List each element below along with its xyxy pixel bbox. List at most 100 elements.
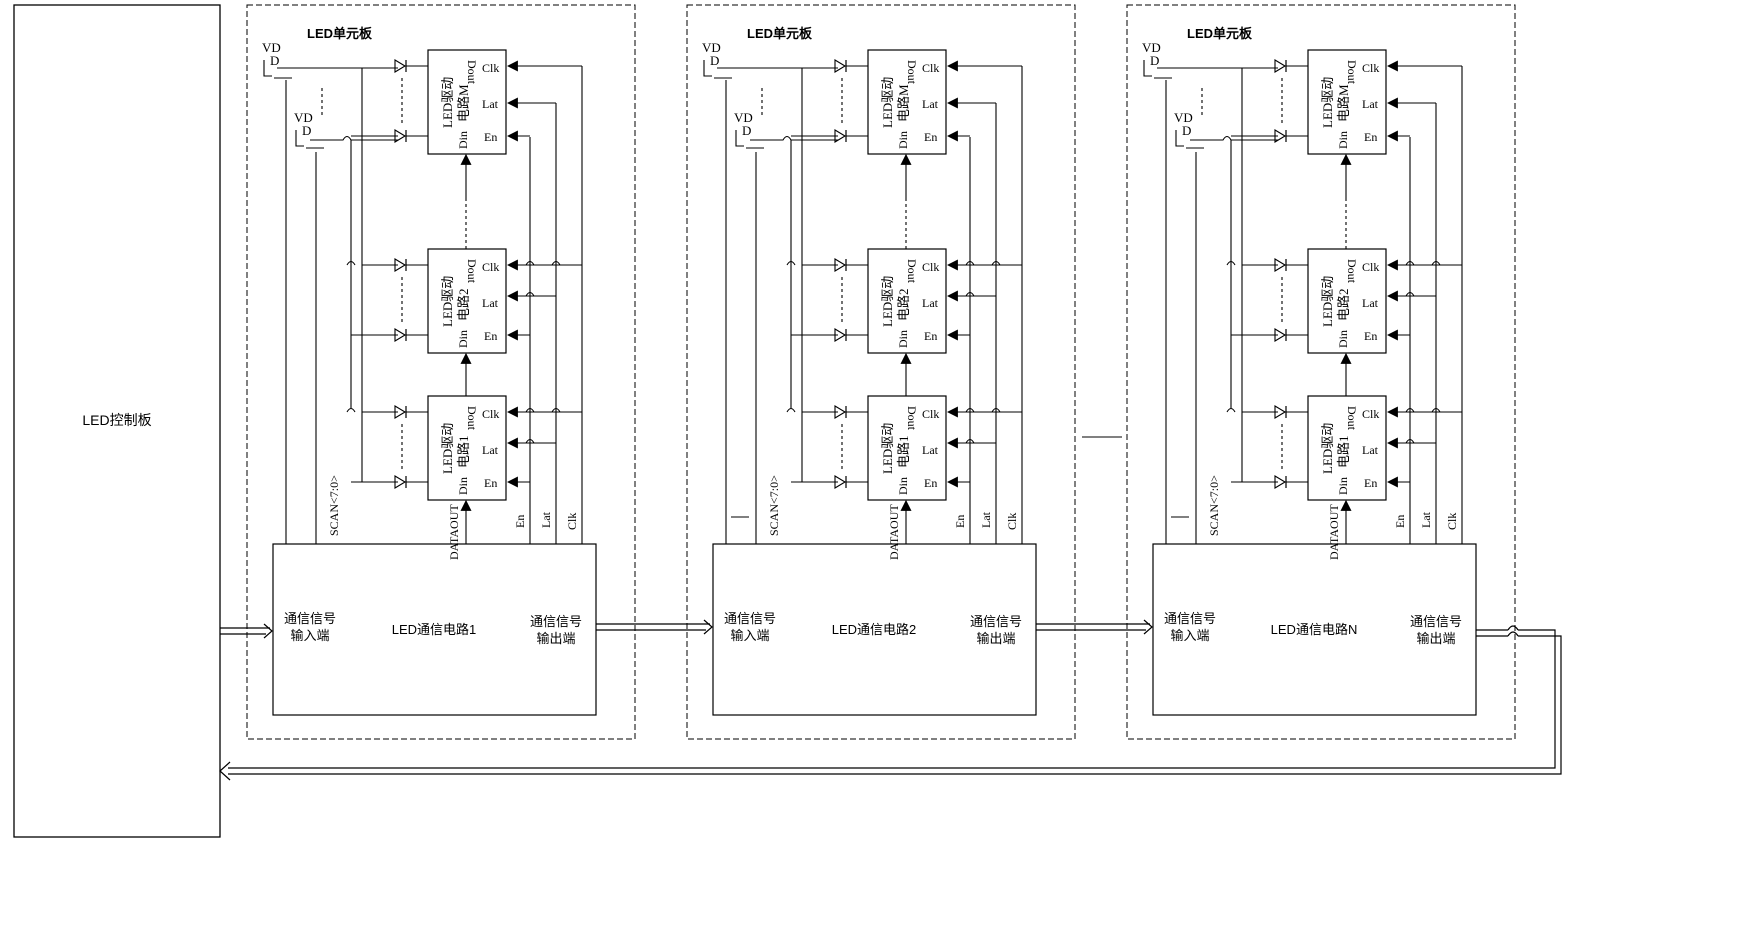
comm-input-label: 输入端 <box>1170 628 1209 643</box>
comm-output-label: 通信信号 <box>530 614 582 629</box>
led-driver-2: DoutDinClkLatEnLED驱动电路2 <box>1226 248 1462 396</box>
led-driver-M: DoutDinClkLatEnLED驱动电路M <box>1231 49 1462 249</box>
wire-hop <box>1226 407 1236 413</box>
wire-hop <box>1431 407 1441 413</box>
driver-name-line1: LED驱动 <box>1320 276 1335 327</box>
comm-input-label: 通信信号 <box>1164 611 1216 626</box>
wire-hop <box>786 260 796 266</box>
led-control-board: LED控制板 <box>13 4 221 838</box>
vd-label: D <box>1182 123 1191 138</box>
led-driver-1: DoutDinClkLatEnLED驱动电路1 <box>346 395 582 544</box>
driver-name-line2: 电路M <box>456 84 471 122</box>
lat-signal-label: Lat <box>979 511 993 528</box>
comm-input-label: 通信信号 <box>724 611 776 626</box>
diode-triangle <box>1274 475 1287 489</box>
diode <box>394 258 407 272</box>
unit-board-border <box>686 4 1076 740</box>
clk-signal-label: Clk <box>565 513 579 530</box>
diode-triangle <box>1274 258 1287 272</box>
driver-name-line1: LED驱动 <box>880 423 895 474</box>
vd-transistor-top: VDD <box>262 40 292 79</box>
en-signal-label: En <box>1393 515 1407 528</box>
wire-hop <box>346 260 356 266</box>
control-board-label: LED控制板 <box>82 412 151 428</box>
diode-triangle <box>394 129 407 143</box>
led-driver-2: DoutDinClkLatEnLED驱动电路2 <box>786 248 1022 396</box>
comm-link-board2-to-boardN <box>1036 619 1153 635</box>
row-wire <box>310 135 398 141</box>
unit-board-border <box>246 4 636 740</box>
diode <box>1274 405 1287 419</box>
pin-lat-label: Lat <box>1362 443 1379 457</box>
pin-dout-label: Dout <box>1345 406 1359 431</box>
vd-gate <box>735 130 744 147</box>
pin-lat-label: Lat <box>482 97 499 111</box>
vd-label: VD <box>1174 110 1193 125</box>
diode <box>394 129 407 143</box>
pin-clk-label: Clk <box>1362 260 1379 274</box>
driver-name-line1: LED驱动 <box>440 77 455 128</box>
diode <box>834 59 847 73</box>
driver-name-line2: 电路1 <box>896 435 911 468</box>
comm-output-label: 输出端 <box>1416 631 1455 646</box>
vd-transistor-mid: VDD <box>1174 110 1204 149</box>
wire-hop <box>1405 407 1415 413</box>
pin-din-label: Din <box>456 477 470 495</box>
vd-gate <box>1143 60 1152 77</box>
vd-transistor-mid: VDD <box>734 110 764 149</box>
vd-label: D <box>302 123 311 138</box>
pin-en-label: En <box>1364 476 1377 490</box>
diode-triangle <box>834 258 847 272</box>
driver-name-line2: 电路1 <box>1336 435 1351 468</box>
comm-link-return-to-control <box>219 625 1562 781</box>
wire-hop <box>1405 291 1415 297</box>
led-driver-M: DoutDinClkLatEnLED驱动电路M <box>791 49 1022 249</box>
pin-dout-label: Dout <box>905 60 919 85</box>
wire-hop <box>965 438 975 444</box>
comm-circuit-label: LED通信电路2 <box>832 622 917 637</box>
pin-en-label: En <box>924 329 937 343</box>
vd-label: D <box>1150 53 1159 68</box>
wire-hop <box>525 291 535 297</box>
pin-en-label: En <box>1364 329 1377 343</box>
pin-lat-label: Lat <box>922 296 939 310</box>
unit-board-title: LED单元板 <box>1187 26 1253 41</box>
dataout-label: DATAOUT <box>887 504 901 560</box>
comm-link-board1-to-board2 <box>596 619 713 635</box>
vd-gate <box>295 130 304 147</box>
comm-input-label: 通信信号 <box>284 611 336 626</box>
driver-name-line2: 电路M <box>896 84 911 122</box>
comm-output-label: 输出端 <box>976 631 1015 646</box>
pin-clk-label: Clk <box>482 61 499 75</box>
driver-name-line1: LED驱动 <box>440 276 455 327</box>
vd-gate <box>1175 130 1184 147</box>
diode <box>394 59 407 73</box>
diode <box>834 258 847 272</box>
en-signal-label: En <box>513 515 527 528</box>
board-2: LED单元板LED通信电路2通信信号输入端通信信号输出端SCAN<7:0>DAT… <box>686 4 1076 740</box>
unit-board-border <box>1126 4 1516 740</box>
wire-hop <box>1405 438 1415 444</box>
wire-hop <box>965 407 975 413</box>
pin-en-label: En <box>484 476 497 490</box>
wire-hop <box>525 260 535 266</box>
led-driver-M: DoutDinClkLatEnLED驱动电路M <box>351 49 582 249</box>
vd-gate <box>263 60 272 77</box>
vd-transistor-top: VDD <box>702 40 732 79</box>
pin-din-label: Din <box>1336 477 1350 495</box>
diode <box>1274 328 1287 342</box>
wire-hop <box>786 407 796 413</box>
pin-dout-label: Dout <box>1345 60 1359 85</box>
unit-boards: LED单元板LED通信电路1通信信号输入端通信信号输出端SCAN<7:0>DAT… <box>246 4 1516 740</box>
vd-label: D <box>270 53 279 68</box>
pin-din-label: Din <box>1336 330 1350 348</box>
vd-label: VD <box>702 40 721 55</box>
wire-hop <box>525 407 535 413</box>
pin-clk-label: Clk <box>1362 61 1379 75</box>
diode-triangle <box>1274 59 1287 73</box>
board-N: LED单元板LED通信电路N通信信号输入端通信信号输出端SCAN<7:0>DAT… <box>1126 4 1516 740</box>
clk-signal-label: Clk <box>1005 513 1019 530</box>
driver-name-line2: 电路2 <box>896 288 911 321</box>
pin-clk-label: Clk <box>1362 407 1379 421</box>
comm-circuit-label: LED通信电路N <box>1271 622 1358 637</box>
